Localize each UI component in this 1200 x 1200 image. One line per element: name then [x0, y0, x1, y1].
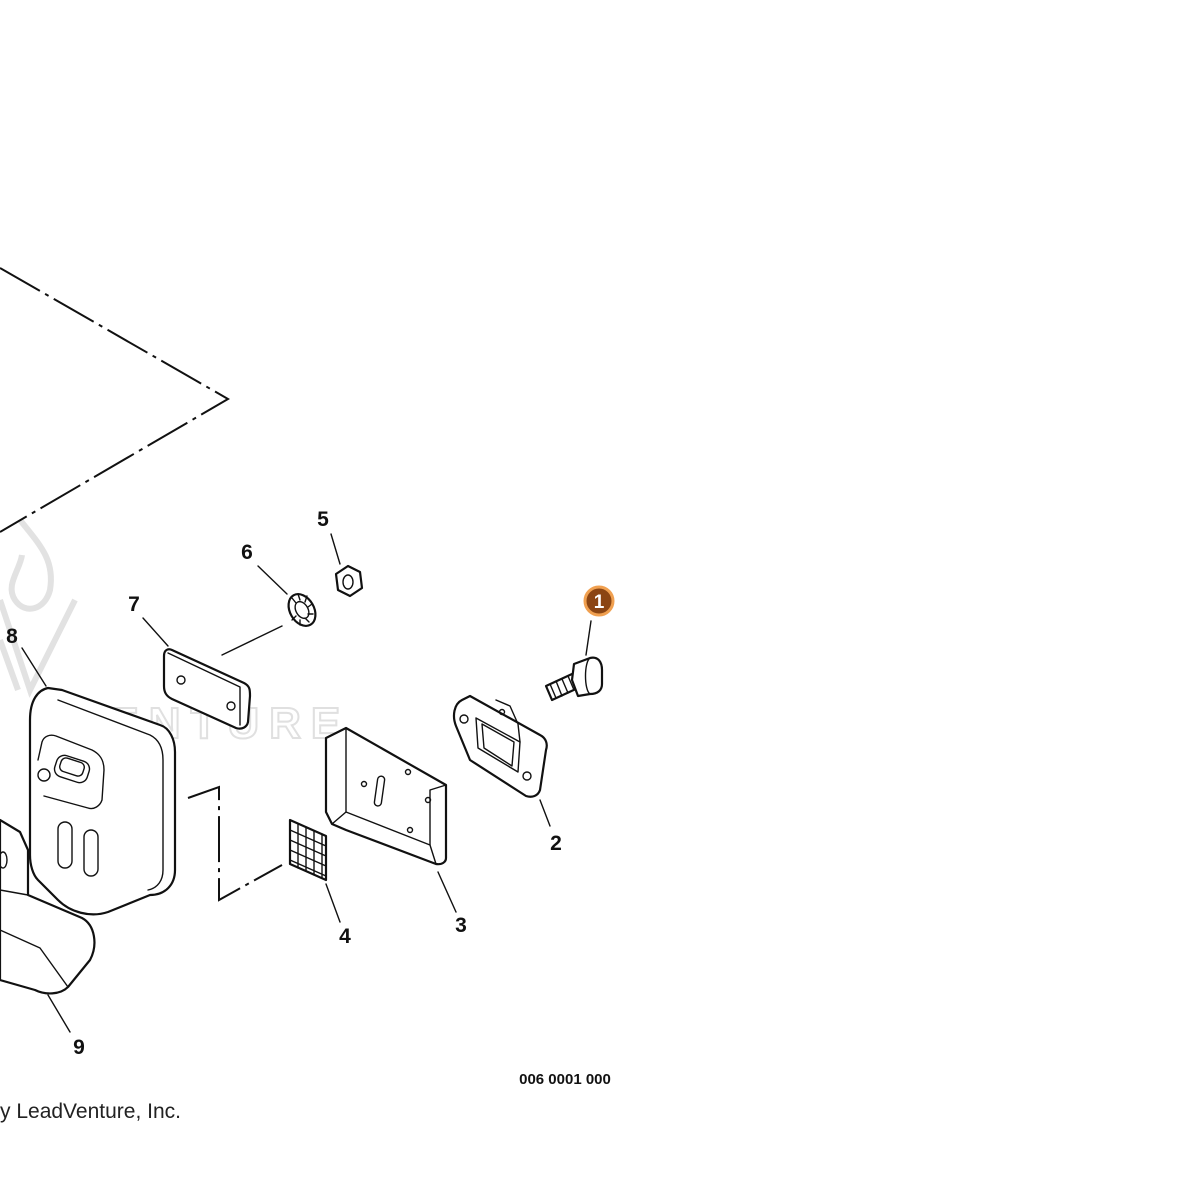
callout-5-label[interactable]: 5 [317, 508, 329, 531]
leader-lines [21, 533, 592, 1033]
callout-7-label[interactable]: 7 [128, 593, 140, 616]
part-8-muffler [28, 686, 177, 916]
callout-6-label[interactable]: 6 [241, 541, 253, 564]
callout-3-label[interactable]: 3 [455, 914, 467, 937]
callout-9-label[interactable]: 9 [73, 1036, 85, 1059]
callout-1-label: 1 [594, 592, 605, 613]
assembly-lines [0, 267, 283, 902]
part-9-shield [0, 818, 96, 995]
part-6-washer [287, 593, 317, 627]
drawing-number: 006 0001 000 [519, 1071, 611, 1088]
callout-4-label[interactable]: 4 [339, 925, 351, 948]
callout-2-label[interactable]: 2 [550, 832, 562, 855]
part-2-gasket [452, 694, 548, 798]
callout-8-label[interactable]: 8 [6, 625, 18, 648]
part-1-bolt [544, 656, 604, 702]
part-4-screen [288, 818, 328, 882]
copyright-text: y LeadVenture, Inc. [0, 1100, 181, 1123]
part-5-nut [334, 564, 364, 598]
part-3-deflector [324, 726, 448, 866]
callout-1-badge[interactable]: 1 [583, 585, 615, 617]
part-7-plate [162, 648, 252, 730]
